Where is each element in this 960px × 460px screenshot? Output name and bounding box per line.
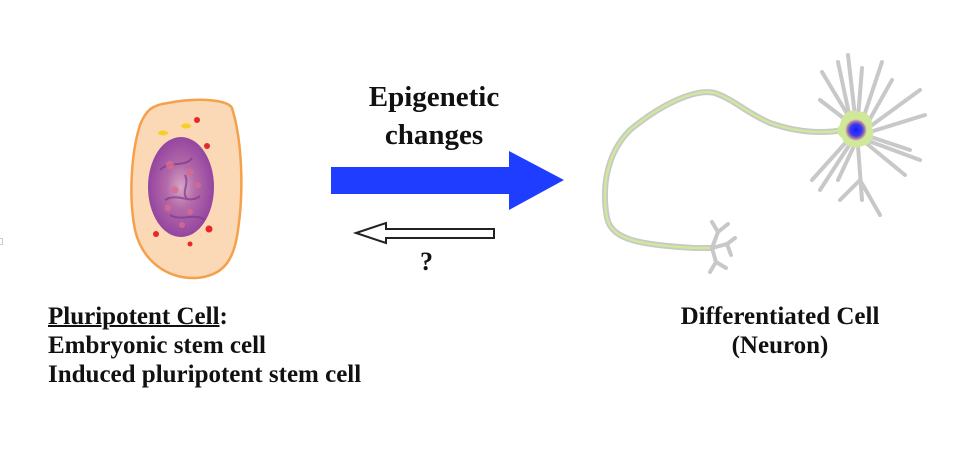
forward-arrow-label-line2: changes bbox=[384, 119, 484, 151]
neuron-nucleus bbox=[845, 119, 867, 141]
forward-arrow-label: Epigenetic changes bbox=[334, 78, 534, 154]
reverse-arrow-label: ? bbox=[420, 247, 433, 276]
forward-arrow bbox=[331, 151, 564, 210]
pluripotent-heading-line: Pluripotent Cell: bbox=[48, 302, 361, 331]
chromatin-spots bbox=[164, 161, 201, 228]
organelles bbox=[153, 117, 213, 247]
pluripotent-cell-icon bbox=[130, 98, 243, 280]
pluripotent-heading: Pluripotent Cell bbox=[48, 303, 220, 330]
axon-terminal bbox=[708, 220, 737, 274]
forward-arrow-label-line1: Epigenetic bbox=[368, 81, 500, 113]
dendrites bbox=[810, 53, 927, 217]
chromatin bbox=[159, 157, 206, 221]
pluripotent-cell-caption: Pluripotent Cell: Embryonic stem cell In… bbox=[48, 302, 361, 389]
differentiated-heading: Differentiated Cell bbox=[680, 303, 880, 330]
neuron-icon bbox=[602, 53, 927, 274]
differentiated-subheading: (Neuron) bbox=[731, 332, 829, 359]
cell-nucleus bbox=[148, 137, 214, 237]
reverse-arrow bbox=[352, 221, 495, 245]
pluripotent-heading-colon: : bbox=[219, 303, 228, 330]
pluripotent-example-embryonic: Embryonic stem cell bbox=[48, 332, 267, 359]
edge-mark bbox=[0, 238, 3, 245]
pluripotent-example-induced: Induced pluripotent stem cell bbox=[48, 361, 362, 388]
differentiated-cell-caption: Differentiated Cell (Neuron) bbox=[640, 302, 920, 360]
